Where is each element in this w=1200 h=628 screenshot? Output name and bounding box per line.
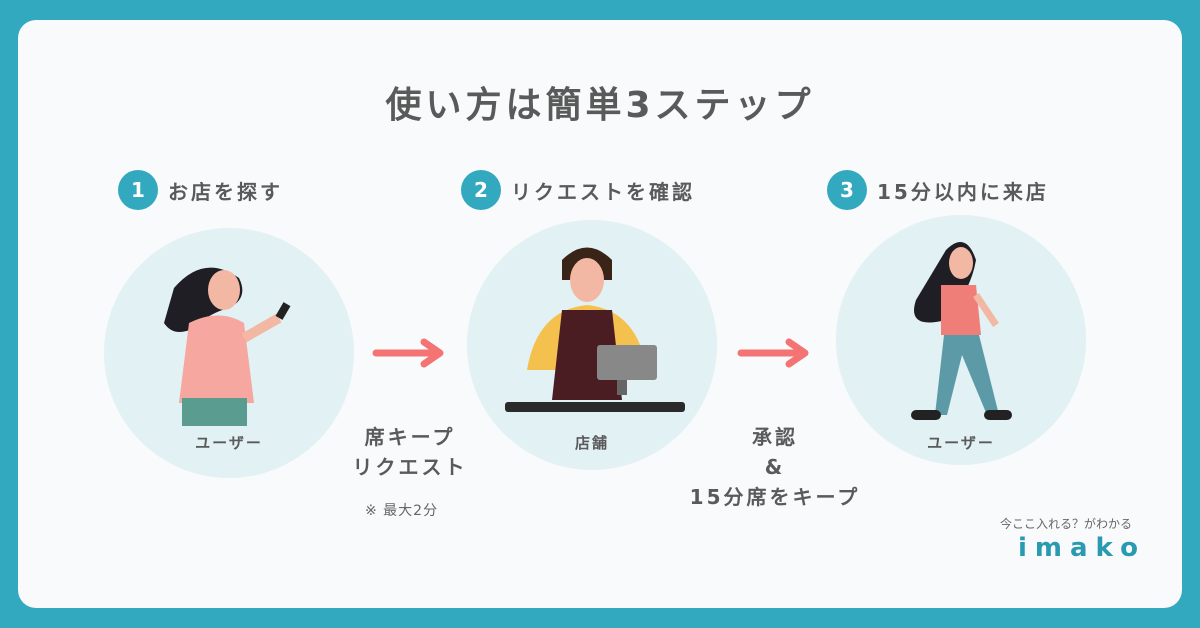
- step-1-header: 1 お店を探す: [118, 170, 283, 210]
- step-3-header: 3 15分以内に来店: [827, 170, 1049, 210]
- transition-line: 承認: [752, 425, 798, 449]
- transition-line: 席キープ: [364, 425, 456, 449]
- arrow-right-icon: [372, 338, 444, 368]
- user-walking-circle: [836, 215, 1086, 465]
- shop-staff-illustration: [505, 247, 685, 412]
- step-label: リクエストを確認: [511, 179, 695, 204]
- transition-line: リクエスト: [352, 455, 468, 479]
- shop-illustration-circle: [467, 220, 717, 470]
- page-title: 使い方は簡単3ステップ: [385, 85, 815, 126]
- brand-logo: imako: [1018, 533, 1147, 563]
- actor-label: ユーザー: [927, 434, 995, 452]
- user-illustration-circle: [104, 228, 354, 478]
- woman-phone-illustration: [164, 267, 291, 426]
- step-2-header: 2 リクエストを確認: [461, 170, 695, 210]
- step-number: 2: [461, 170, 501, 210]
- brand-tagline: 今ここ入れる？がわかる: [1000, 517, 1133, 531]
- max-time-note: ※ 最大2分: [365, 503, 439, 519]
- actor-label: ユーザー: [195, 434, 263, 452]
- actor-label: 店舗: [574, 434, 609, 452]
- step-label: 15分以内に来店: [877, 179, 1049, 204]
- step-number: 3: [827, 170, 867, 210]
- step-number: 1: [118, 170, 158, 210]
- transition-line: 15分席をキープ: [689, 485, 861, 509]
- transition-2-text: 承認 & 15分席をキープ: [660, 422, 890, 512]
- transition-line: &: [764, 455, 786, 479]
- step-label: お店を探す: [168, 179, 283, 204]
- woman-walking-illustration: [911, 242, 1012, 420]
- arrow-right-icon: [737, 338, 809, 368]
- transition-1-text: 席キープ リクエスト: [330, 422, 490, 482]
